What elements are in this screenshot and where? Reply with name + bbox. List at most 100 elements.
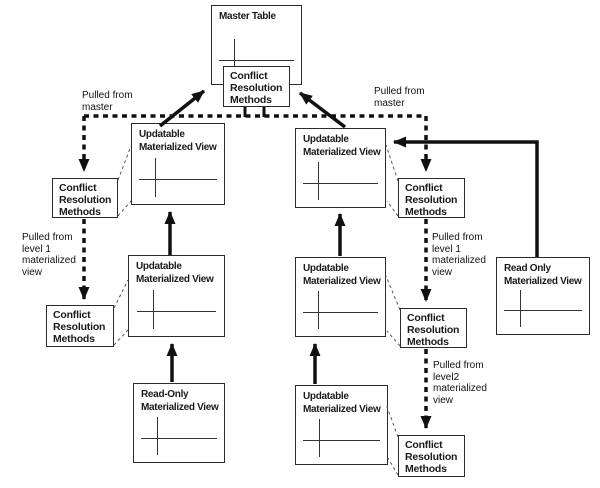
box-label-line: Methods — [53, 333, 95, 345]
box-label-line: Materialized View — [141, 401, 219, 413]
label-line: view — [433, 394, 454, 406]
table-icon-vline — [156, 416, 158, 455]
box-label-line: Updatable — [136, 261, 182, 272]
table-icon-vline — [318, 161, 320, 200]
table-icon — [296, 386, 387, 464]
umv-right-2-box: Updatable Materialized View — [295, 257, 386, 337]
box-label-line: Materialized View — [136, 273, 214, 285]
callout-tail-crm-left-2-top — [113, 279, 129, 309]
label-line: level 1 — [432, 243, 461, 255]
label-line: Pulled from — [82, 90, 133, 101]
table-icon-vline — [234, 38, 236, 77]
label-line: view — [22, 266, 43, 278]
callout-tail-crm-left-1-bottom — [117, 200, 132, 217]
table-icon-hline — [136, 311, 217, 313]
box-label-line: Methods — [59, 206, 101, 218]
label-line: level2 — [433, 371, 460, 383]
table-icon-vline — [155, 157, 156, 197]
callout-tail-crm-right-1-bottom — [386, 200, 399, 217]
box-label-line: Conflict — [59, 182, 97, 194]
box-label-line: Read-Only — [141, 389, 189, 400]
label-pulled-from-level1-left: Pulled from level 1 materialized view — [22, 232, 76, 278]
label-line: master — [374, 97, 405, 109]
table-icon-vline — [152, 289, 154, 329]
conflict-methods-right-1-box: Conflict Resolution Methods — [398, 178, 465, 218]
box-label-line: Methods — [405, 463, 447, 475]
label-pulled-from-master-left: Pulled from master — [82, 90, 133, 113]
label-line: materialized — [433, 383, 487, 394]
label-line: Pulled from — [433, 360, 484, 371]
box-label-line: Conflict — [405, 439, 443, 451]
box-label-line: Conflict — [405, 182, 443, 194]
conflict-methods-top-box: Conflict Resolution Methods — [223, 66, 290, 107]
readonly-mv-bottom-left-box: Read-Only Materialized View — [133, 383, 225, 463]
callout-tail-crm-right-1-top — [385, 144, 399, 182]
box-label-line: Updatable — [139, 129, 185, 140]
table-icon-hline — [303, 182, 378, 184]
box-label-line: Materialized View — [139, 141, 217, 153]
label-line: Pulled from — [374, 86, 425, 97]
callout-tail-crm-right-2-top — [385, 275, 401, 311]
table-icon-vline — [318, 418, 320, 457]
conflict-methods-left-1-box: Conflict Resolution Methods — [52, 178, 118, 218]
label-line: materialized — [22, 255, 76, 266]
box-label-line: Methods — [407, 336, 449, 348]
readonly-mv-far-right-box: Read Only Materialized View — [496, 257, 590, 335]
box-label-line: Read Only — [504, 263, 551, 274]
table-icon-vline — [318, 290, 320, 329]
conflict-methods-right-3-box: Conflict Resolution Methods — [398, 435, 465, 477]
table-icon-hline — [303, 311, 378, 313]
box-label-line: Materialized View — [303, 146, 381, 158]
table-icon — [129, 256, 224, 336]
callout-tail-crm-right-3-top — [385, 403, 399, 438]
table-icon-hline — [219, 59, 294, 61]
box-label-line: Resolution — [53, 321, 106, 333]
table-icon — [212, 6, 301, 84]
table-icon — [296, 258, 385, 336]
label-line: level 1 — [22, 243, 51, 255]
box-label-line: Resolution — [59, 194, 112, 206]
box-label-line: Conflict — [407, 312, 445, 324]
arrow-umv-right-1-to-master — [298, 91, 347, 129]
table-icon-hline — [141, 437, 217, 439]
label-line: materialized — [432, 255, 486, 266]
label-pulled-from-master-right: Pulled from master — [374, 86, 425, 109]
arrow-readonly-fr-to-umv-right-1 — [393, 136, 539, 257]
table-icon — [497, 258, 589, 334]
table-icon-hline — [303, 439, 380, 441]
label-pulled-from-level2-right: Pulled from level2 materialized view — [433, 360, 487, 406]
callout-tail-crm-right-3-bottom — [387, 457, 399, 476]
box-label-line: Resolution — [405, 451, 458, 463]
table-icon-vline — [520, 289, 521, 328]
master-table-label: Master Table — [219, 11, 276, 22]
box-label-line: Materialized View — [504, 275, 582, 287]
box-label-line: Methods — [405, 206, 447, 218]
table-icon — [134, 384, 224, 462]
box-label-line: Methods — [230, 94, 272, 106]
label-line: Pulled from — [432, 232, 483, 243]
box-label-line: Resolution — [230, 82, 283, 94]
table-icon — [296, 129, 385, 207]
box-label-line: Materialized View — [303, 403, 381, 415]
umv-left-2-box: Updatable Materialized View — [128, 255, 225, 337]
table-icon-hline — [504, 310, 582, 312]
umv-right-1-box: Updatable Materialized View — [295, 128, 386, 208]
label-line: Pulled from — [22, 232, 73, 243]
umv-right-3-box: Updatable Materialized View — [295, 385, 388, 465]
umv-left-1-box: Updatable Materialized View — [131, 123, 225, 205]
callout-tail-crm-left-1-top — [117, 145, 132, 181]
arrow-umv-left-1-to-master — [158, 89, 206, 128]
conflict-methods-right-2-box: Conflict Resolution Methods — [400, 308, 467, 348]
box-label-line: Conflict — [230, 70, 268, 82]
table-icon — [132, 124, 224, 204]
box-label-line: Resolution — [405, 194, 458, 206]
label-line: master — [82, 101, 113, 113]
callout-tail-crm-left-2-bottom — [113, 329, 129, 346]
box-label-line: Updatable — [303, 263, 349, 274]
box-label-line: Updatable — [303, 134, 349, 145]
label-pulled-from-level1-right: Pulled from level 1 materialized view — [432, 232, 486, 278]
conflict-methods-left-2-box: Conflict Resolution Methods — [46, 305, 114, 347]
box-label-line: Resolution — [407, 324, 460, 336]
